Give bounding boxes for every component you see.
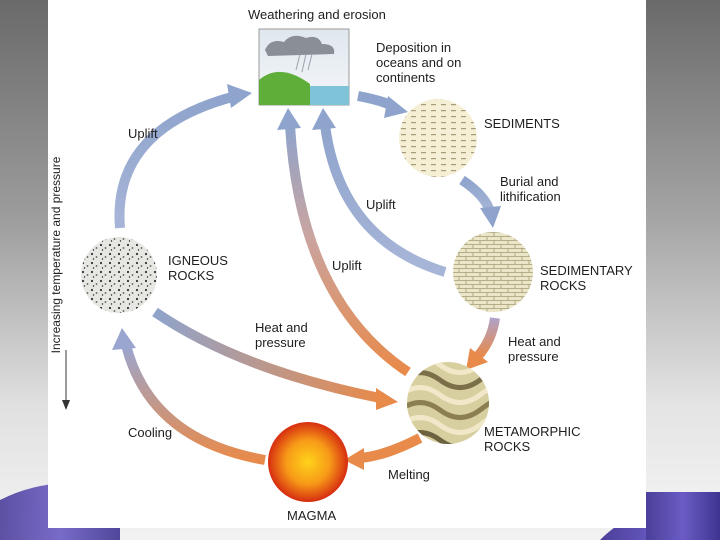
burial-arrow [459, 175, 495, 214]
weathering-erosion-label: Weathering and erosion [248, 7, 386, 22]
right-backdrop [646, 0, 720, 540]
sediments-circle [399, 99, 477, 177]
uplift-arrow-sedimentary [320, 124, 447, 277]
uplift-label-center: Uplift [332, 258, 362, 273]
igneous-rocks-label: IGNEOUS ROCKS [168, 253, 228, 283]
uplift-arrow-left-head [227, 84, 252, 108]
cooling-label: Cooling [128, 425, 173, 440]
heat-pressure-arrow-left-head [376, 388, 398, 410]
uplift-arrow-sedimentary-head [312, 108, 336, 130]
temperature-pressure-axis-label: Increasing temperature and pressure [49, 156, 63, 354]
deposition-arrow-head [384, 96, 408, 118]
sediments-label: SEDIMENTS [484, 116, 560, 131]
sedimentary-rocks-circle [453, 232, 533, 312]
uplift-arrow-center [285, 124, 411, 377]
heat-pressure-label-left: Heat and pressure [255, 320, 308, 350]
heat-pressure-arrow-left [152, 307, 381, 403]
temperature-axis-arrow-head [62, 400, 70, 410]
uplift-label-mid: Uplift [366, 197, 396, 212]
igneous-rocks-circle [81, 237, 157, 313]
heat-pressure-label-right: Heat and pressure [508, 334, 561, 364]
heat-pressure-arrow-right-head [466, 348, 488, 370]
sedimentary-rocks-label: SEDIMENTARY ROCKS [540, 263, 633, 293]
melting-arrow-head [344, 448, 364, 470]
cooling-arrow [121, 343, 266, 465]
deposition-label: Deposition in oceans and on continents [376, 40, 462, 85]
melting-arrow [359, 433, 423, 463]
weathering-landscape-image [258, 28, 350, 106]
uplift-label-left: Uplift [128, 126, 158, 141]
left-backdrop [0, 0, 48, 540]
metamorphic-rocks-label: METAMORPHIC ROCKS [484, 424, 581, 454]
magma-circle [268, 422, 348, 502]
burial-arrow-head [480, 206, 501, 228]
magma-label: MAGMA [287, 508, 337, 523]
heat-pressure-arrow-right [474, 317, 500, 360]
cooling-arrow-head [112, 328, 136, 350]
uplift-arrow-center-head [277, 108, 301, 130]
burial-lithification-label: Burial and lithification [500, 174, 561, 204]
melting-label: Melting [388, 467, 430, 482]
uplift-arrow-left [114, 92, 234, 229]
